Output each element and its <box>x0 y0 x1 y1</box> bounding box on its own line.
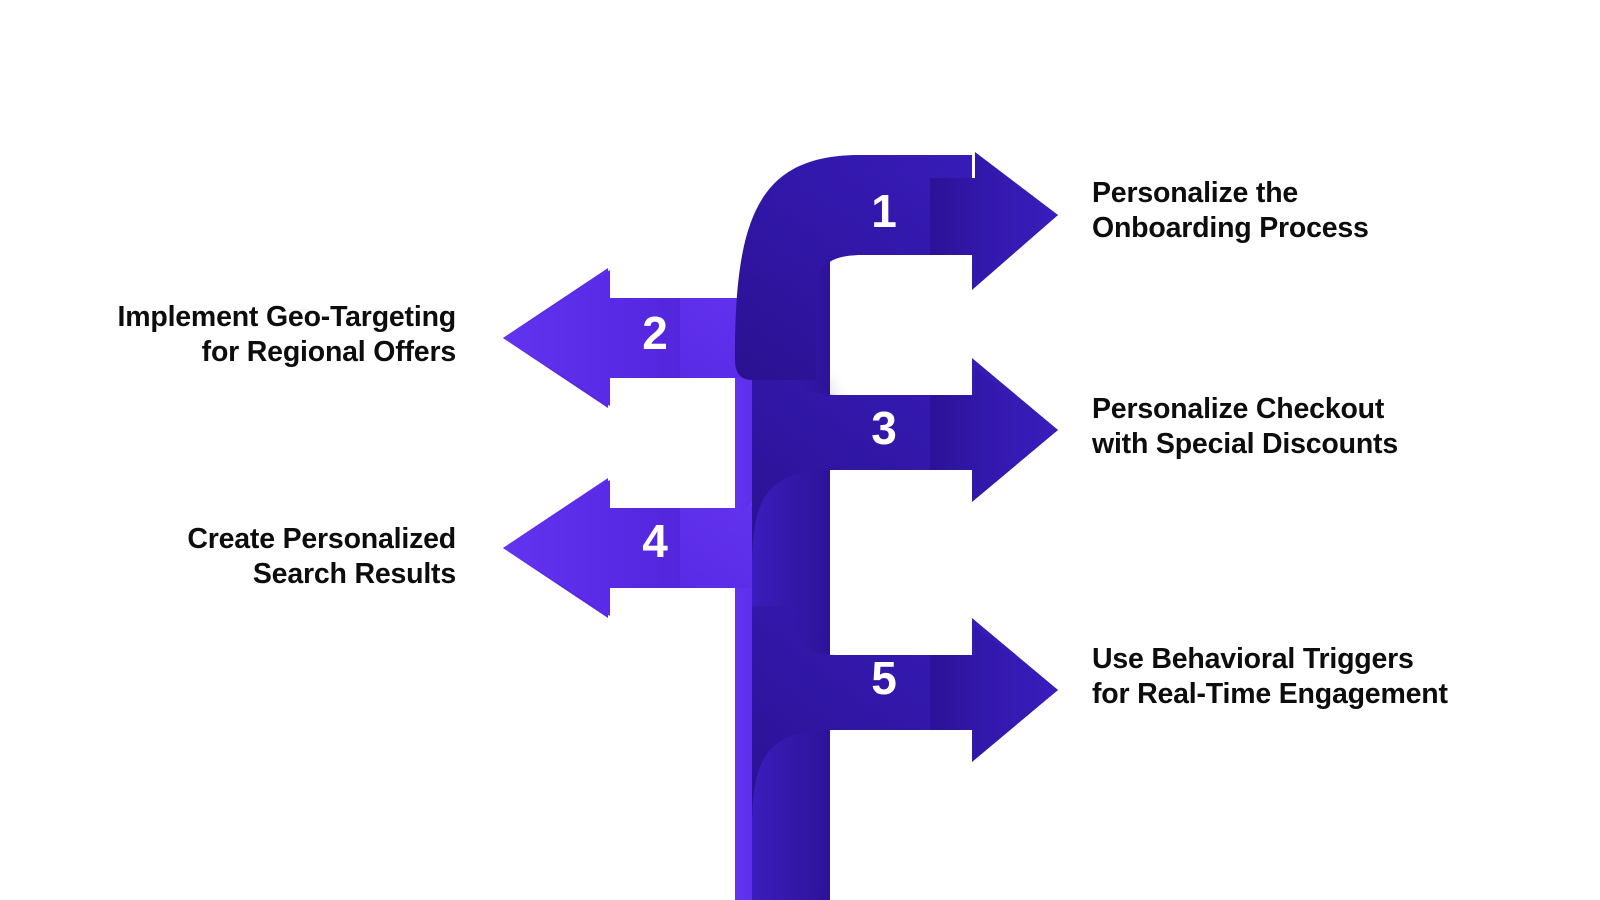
arrow-3-head <box>930 368 1058 493</box>
arrow-5-head <box>930 628 1058 753</box>
step-number-4: 4 <box>642 515 668 567</box>
step-label-2: Implement Geo-Targeting for Regional Off… <box>117 301 457 369</box>
step-label-4: Create Personalized Search Results <box>187 523 456 591</box>
arrow-1-head <box>930 152 1058 278</box>
step-label-5: Use Behavioral Triggers for Real-Time En… <box>1092 643 1448 711</box>
step-number-1: 1 <box>871 185 897 237</box>
step-number-5: 5 <box>871 652 897 704</box>
step-number-2: 2 <box>642 307 668 359</box>
arrow-2-head <box>503 270 680 406</box>
arrow-4-head <box>503 480 680 616</box>
step-number-3: 3 <box>871 402 897 454</box>
step-label-1: Personalize the Onboarding Process <box>1092 177 1369 245</box>
step-label-3: Personalize Checkout with Special Discou… <box>1092 393 1398 461</box>
